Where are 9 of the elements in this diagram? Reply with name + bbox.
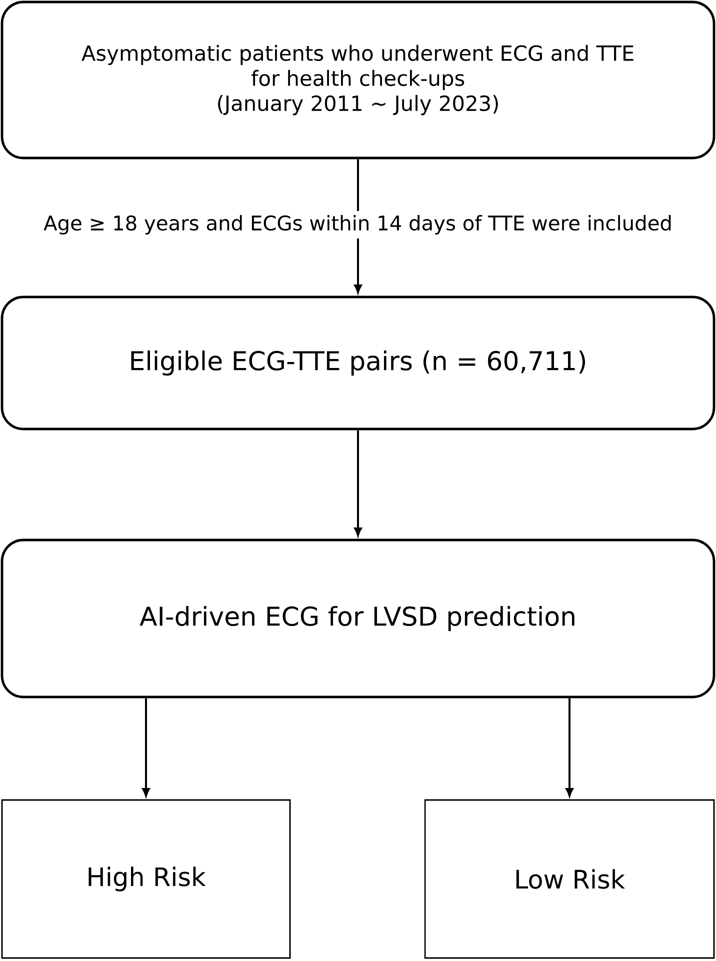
rounded-box: Eligible ECG-TTE pairs (n = 60,711) (0, 296, 716, 430)
edge-label: Age ≥ 18 years and ECGs within 14 days of TTE were included (40, 211, 676, 238)
arrow (354, 430, 362, 536)
arrow (142, 698, 150, 796)
rounded-box: AI-driven ECG for LVSD prediction (0, 538, 716, 698)
result-box: Low Risk (424, 799, 715, 959)
result-box: High Risk (1, 799, 291, 959)
arrow (566, 698, 574, 796)
rounded-box: Asymptomatic patients who underwent ECG and TTE for health check-ups (January 2011 ~ July 2023) (0, 0, 716, 160)
